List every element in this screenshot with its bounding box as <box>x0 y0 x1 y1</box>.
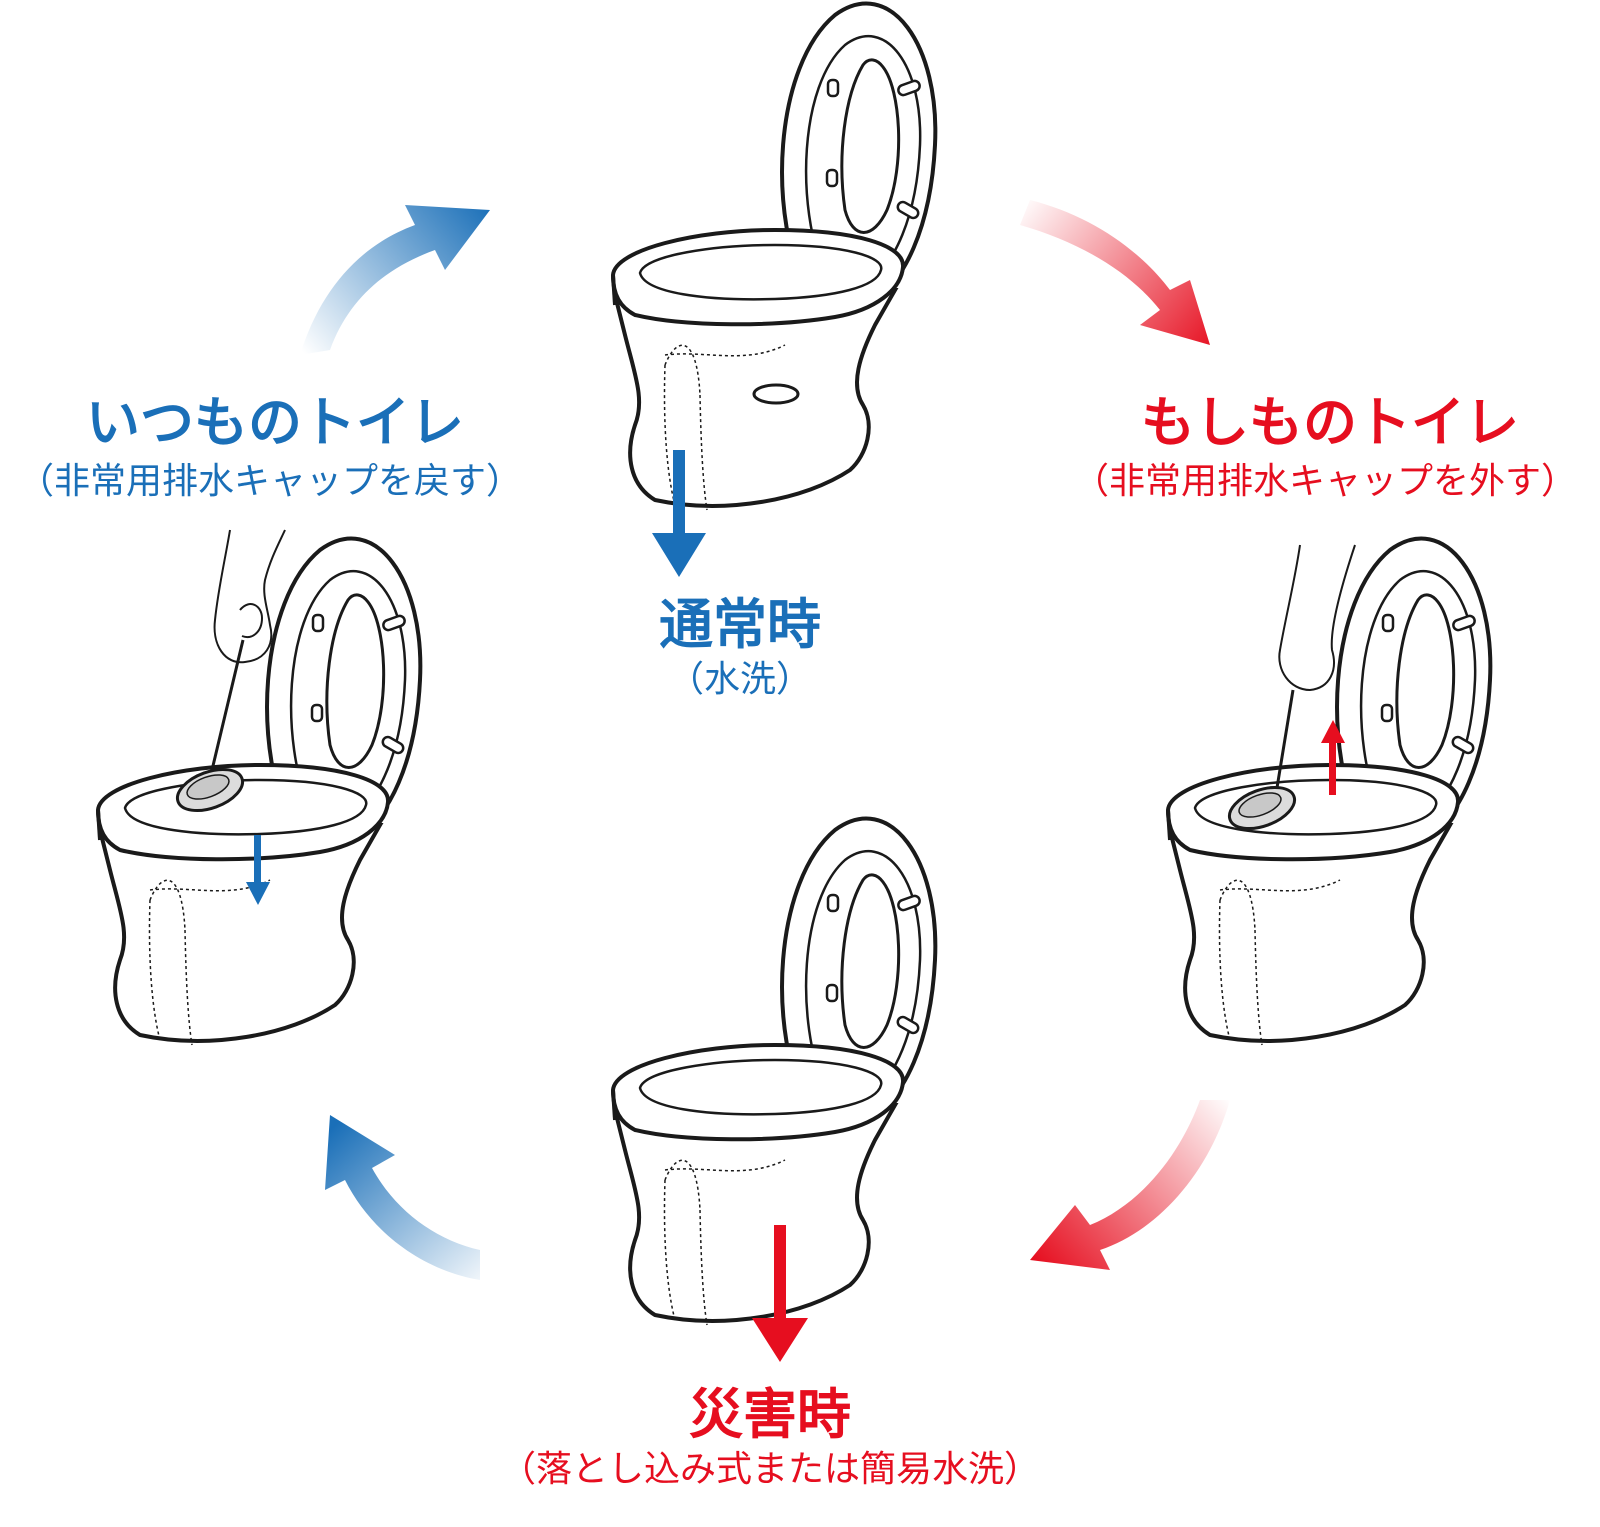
drain-cap-icon <box>175 767 245 813</box>
state-normal-title: 通常時 <box>659 593 821 656</box>
transition-everyday-subtitle: （非常用排水キャップを戻す） <box>17 461 522 502</box>
down-arrow-icon <box>652 450 706 577</box>
hand-icon <box>210 529 286 771</box>
down-arrow-icon <box>752 1225 808 1362</box>
drain-cap-icon <box>1227 785 1297 831</box>
state-disaster-subtitle: （落とし込み式または簡易水洗） <box>499 1449 1040 1490</box>
toilet-icon <box>611 1 938 512</box>
cycle-arrow-icon <box>1020 200 1210 345</box>
drain-cap-icon <box>752 383 800 405</box>
down-arrow-icon <box>246 835 270 905</box>
cycle-arrow-icon <box>325 1115 480 1280</box>
up-arrow-icon <box>1321 720 1345 795</box>
hand-icon <box>1273 544 1356 801</box>
transition-emergency-title: もしものトイレ <box>1141 391 1519 454</box>
cycle-arrow-icon <box>300 205 490 355</box>
cycle-arrow-icon <box>1030 1100 1230 1270</box>
transition-emergency-subtitle: （非常用排水キャップを外す） <box>1072 461 1577 502</box>
state-disaster-title: 災害時 <box>689 1383 851 1446</box>
transition-everyday-title: いつものトイレ <box>86 391 464 454</box>
state-normal-subtitle: （水洗） <box>667 659 812 700</box>
